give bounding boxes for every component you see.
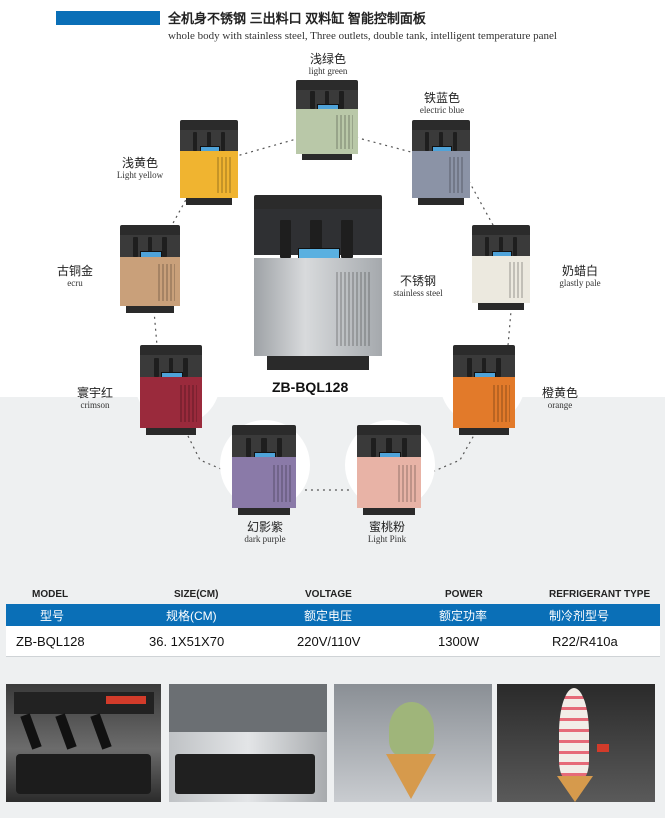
table-header-cn: 型号 规格(CM) 额定电压 额定功率 制冷剂型号 — [6, 604, 660, 626]
th-power-en: POWER — [445, 589, 483, 600]
th-refrigerant-en: REFRIGERANT TYPE — [549, 589, 651, 600]
pink-cone-photo — [497, 684, 655, 802]
machine-closeup-photo — [6, 684, 161, 802]
machine-glastly-pale — [472, 225, 530, 310]
th-voltage-cn: 额定电压 — [304, 609, 353, 623]
table-row: ZB-BQL128 36. 1X51X70 220V/110V 1300W R2… — [6, 626, 660, 657]
machine-light-yellow — [180, 120, 238, 205]
center-model-label: ZB-BQL128 — [272, 379, 349, 395]
machine-light-green — [296, 80, 358, 160]
table-header-en: MODEL SIZE(CM) VOLTAGE POWER REFRIGERANT… — [0, 589, 665, 603]
td-size: 36. 1X51X70 — [149, 634, 225, 649]
machine-ecru — [120, 225, 180, 313]
th-size-en: SIZE(CM) — [174, 589, 219, 600]
machine-body — [296, 108, 358, 154]
machine-dark-purple — [232, 425, 296, 515]
machine-stainless-steel — [254, 195, 382, 370]
td-model: ZB-BQL128 — [16, 634, 85, 649]
td-power: 1300W — [438, 634, 480, 649]
page-title: 全机身不锈钢 三出料口 双料缸 智能控制面板 — [168, 11, 426, 26]
th-size-cn: 规格(CM) — [166, 609, 217, 623]
machine-electric-blue — [412, 120, 470, 205]
td-voltage: 220V/110V — [297, 634, 361, 649]
th-refrigerant-cn: 制冷剂型号 — [549, 609, 610, 623]
green-cone-photo — [334, 684, 492, 802]
th-power-cn: 额定功率 — [439, 609, 488, 623]
machine-crimson — [140, 345, 202, 435]
td-refrigerant: R22/R410a — [552, 634, 618, 649]
th-model-cn: 型号 — [40, 609, 65, 623]
page-subtitle: whole body with stainless steel, Three o… — [168, 30, 557, 42]
header-accent-bar — [56, 11, 160, 25]
machine-orange — [453, 345, 515, 435]
machine-light-pink — [357, 425, 421, 515]
th-voltage-en: VOLTAGE — [305, 589, 352, 600]
drip-tray-photo — [169, 684, 327, 802]
th-model-en: MODEL — [32, 589, 69, 600]
